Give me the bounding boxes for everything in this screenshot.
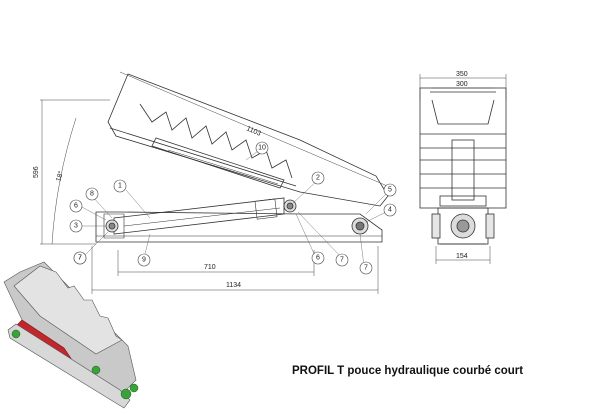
dim-base-length: 1134 (226, 282, 241, 289)
side-view (95, 73, 389, 243)
balloon-10: 10 (258, 145, 266, 152)
base-plate (95, 211, 383, 243)
front-view (419, 87, 507, 245)
balloon-3: 3 (74, 223, 78, 230)
thumb-outline (107, 73, 389, 207)
thumb-teeth (139, 103, 293, 179)
part-balloons (69, 141, 397, 275)
dim-bottom-width: 154 (456, 253, 468, 260)
balloon-1: 1 (118, 183, 122, 190)
dim-height: 596 (33, 166, 40, 178)
render-pin-4 (129, 383, 139, 393)
render-pin-1 (11, 329, 21, 339)
front-view-dimensions (419, 74, 507, 264)
isometric-render (3, 261, 139, 409)
balloon-7b: 7 (340, 257, 344, 264)
balloon-2: 2 (316, 175, 320, 182)
balloon-9: 9 (142, 257, 146, 264)
render-pin-3 (120, 388, 132, 400)
render-top-plate (13, 265, 123, 355)
balloon-4: 4 (388, 207, 392, 214)
side-view-dimensions (40, 71, 393, 294)
dim-inner-width: 300 (456, 81, 468, 88)
thumb-inner-line (109, 127, 297, 187)
render-base-plate (7, 323, 131, 409)
balloon-7a: 7 (78, 255, 82, 262)
balloon-8: 8 (90, 191, 94, 198)
dim-angle: 18° (54, 170, 65, 183)
drawing-caption: PROFIL T pouce hydraulique courbé court (292, 365, 524, 377)
dim-top-width: 350 (456, 71, 468, 78)
balloon-7c: 7 (364, 265, 368, 272)
leader-lines (79, 147, 391, 267)
balloon-7d: 7 (78, 255, 82, 262)
dim-total-length: 1103 (245, 125, 262, 137)
main-cylinder (113, 197, 285, 235)
render-pin-2 (91, 365, 101, 375)
balloon-6b: 6 (316, 255, 320, 262)
thumb-cylinder (151, 137, 285, 189)
balloon-6a: 6 (74, 203, 78, 210)
balloon-5: 5 (388, 187, 392, 194)
dim-cylinder-span: 710 (204, 264, 216, 271)
